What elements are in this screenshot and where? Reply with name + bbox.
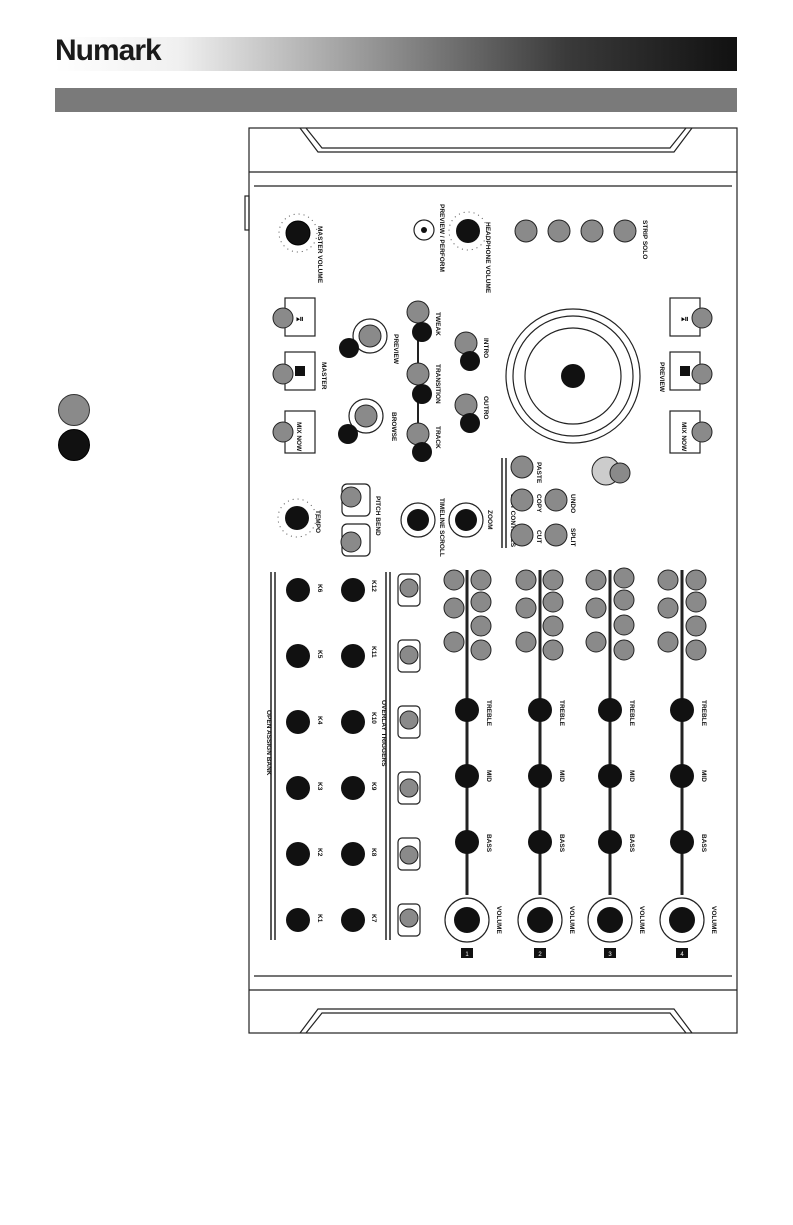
strip-solo-2: [547, 219, 571, 243]
undo-label: UNDO: [569, 494, 576, 513]
tempo-label: TEMPO: [314, 510, 321, 533]
track-button: [406, 422, 430, 446]
outro-button: [454, 393, 478, 417]
mix-now-label-right: MIX NOW: [680, 422, 687, 452]
edit-controls-label: EDIT CONTROLS: [509, 494, 516, 548]
tempo-knob: [285, 506, 309, 530]
overlay-trigger-pads: [397, 573, 421, 937]
cut-label: CUT: [535, 530, 542, 543]
tweak-label: TWEAK: [434, 312, 441, 336]
svg-text:BASS: BASS: [700, 834, 707, 853]
intro-label: INTRO: [482, 338, 489, 358]
svg-text:TREBLE: TREBLE: [558, 700, 565, 727]
track-label: TRACK: [434, 426, 441, 449]
mix-now-label-left: MIX NOW: [295, 422, 302, 452]
svg-text:TREBLE: TREBLE: [628, 700, 635, 727]
master-label: MASTER: [320, 362, 327, 390]
svg-text:TREBLE: TREBLE: [700, 700, 707, 727]
preview-knob: [352, 318, 388, 354]
svg-text:K4: K4: [316, 716, 323, 725]
svg-text:K2: K2: [316, 848, 323, 857]
svg-text:K5: K5: [316, 650, 323, 659]
transition-label: TRANSITION: [434, 364, 441, 404]
svg-text:BASS: BASS: [485, 834, 492, 853]
headphone-volume-label: HEADPHONE VOLUME: [484, 222, 491, 294]
cut-button: [510, 523, 534, 547]
section-title-bar: [55, 88, 737, 112]
header-gradient-bar: [55, 37, 737, 71]
svg-text:2: 2: [538, 952, 542, 958]
browse-knob: [348, 398, 384, 434]
zoom-label: ZOOM: [486, 510, 493, 530]
k-col2: K12 K11 K10 K9 K8 K7: [341, 578, 377, 932]
svg-text:VOLUME: VOLUME: [568, 906, 575, 934]
master-volume-label: MASTER VOLUME: [316, 226, 323, 284]
svg-text:K6: K6: [316, 584, 323, 593]
split-button: [544, 523, 568, 547]
preview-perform-label: PREVIEW / PERFORM: [438, 204, 445, 272]
preview-perform-jack: [413, 219, 435, 241]
k-col1: K6 K5 K4 K3 K2 K1: [286, 578, 323, 932]
legend-black-circle: [58, 429, 90, 461]
svg-text:MID: MID: [558, 770, 565, 782]
headphone-volume-knob: [448, 211, 488, 251]
copy-label: COPY: [535, 494, 542, 513]
channel-strip-2: TREBLE MID BASS VOLUME 2: [515, 569, 575, 958]
channel-strip-3: TREBLE MID BASS VOLUME 3: [585, 567, 645, 958]
split-label: SPLIT: [569, 528, 576, 546]
svg-text:VOLUME: VOLUME: [710, 906, 717, 934]
svg-text:⏯: ⏯: [296, 314, 304, 325]
timeline-scroll-knob: [407, 509, 429, 531]
browse-knob-label: BROWSE: [390, 412, 397, 442]
copy-button: [510, 488, 534, 512]
preview-knob-label: PREVIEW: [392, 334, 399, 365]
strip-solo-3: [580, 219, 604, 243]
svg-text:BASS: BASS: [558, 834, 565, 853]
svg-text:K8: K8: [370, 848, 377, 857]
channel-strip-4: TREBLE MID BASS VOLUME 4: [657, 569, 717, 958]
svg-text:MID: MID: [700, 770, 707, 782]
open-assign-bank-label: OPEN ASSIGN BANK: [265, 710, 272, 776]
paste-label: PASTE: [535, 462, 542, 484]
zoom-knob: [455, 509, 477, 531]
strip-solo-label: STRIP SOLO: [641, 220, 648, 259]
svg-text:K9: K9: [370, 782, 377, 791]
preview-label-right: PREVIEW: [658, 362, 665, 393]
svg-text:K12: K12: [370, 580, 377, 592]
tweak-button: [406, 300, 430, 324]
strip-solo-1: [514, 219, 538, 243]
master-volume-knob: [278, 213, 318, 253]
svg-text:TREBLE: TREBLE: [485, 700, 492, 727]
paste-button: [510, 455, 534, 479]
svg-text:K7: K7: [370, 914, 377, 923]
brand-logo: Numark: [55, 34, 162, 67]
pitch-bend-label: PITCH BEND: [374, 496, 381, 536]
svg-text:VOLUME: VOLUME: [495, 906, 502, 934]
outro-label: OUTRO: [482, 396, 489, 419]
svg-text:K3: K3: [316, 782, 323, 791]
svg-text:⏯: ⏯: [681, 314, 689, 325]
undo-button: [544, 488, 568, 512]
svg-text:VOLUME: VOLUME: [638, 906, 645, 934]
svg-text:4: 4: [680, 952, 684, 958]
svg-text:BASS: BASS: [628, 834, 635, 853]
legend-grey-circle: [58, 394, 90, 426]
svg-text:3: 3: [608, 952, 612, 958]
strip-solo-4: [613, 219, 637, 243]
channel-strip-1: TREBLE MID BASS VOLUME 1: [443, 569, 502, 958]
overlay-triggers-label: OVERLAY TRIGGERS: [380, 700, 387, 767]
intro-button: [454, 331, 478, 355]
transition-button: [406, 362, 430, 386]
svg-text:1: 1: [465, 952, 469, 958]
svg-text:MID: MID: [628, 770, 635, 782]
svg-text:MID: MID: [485, 770, 492, 782]
svg-text:K1: K1: [316, 914, 323, 923]
svg-text:K10: K10: [370, 712, 377, 724]
device-frame: [248, 127, 738, 1034]
svg-text:K11: K11: [370, 646, 377, 658]
timeline-scroll-label: TIMELINE SCROLL: [438, 498, 445, 557]
jog-wheel: [505, 308, 641, 444]
